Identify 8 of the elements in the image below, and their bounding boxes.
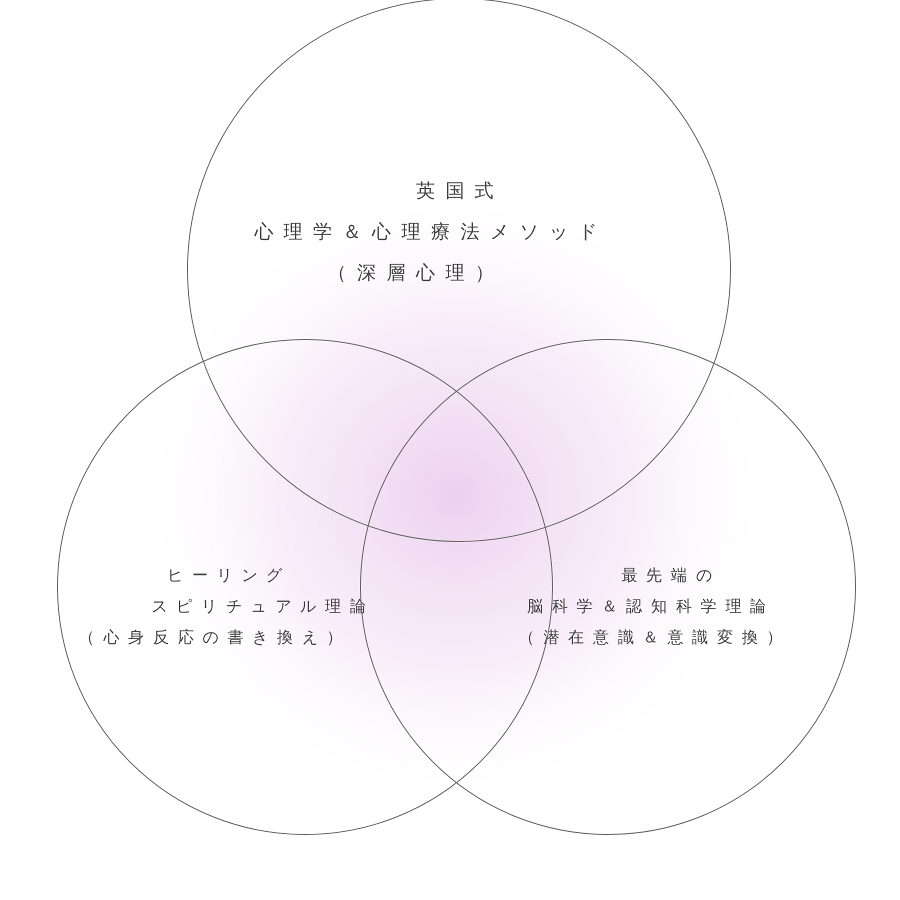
- circle-label: 英国式: [416, 179, 504, 204]
- circle-label: ヒーリング: [167, 566, 291, 586]
- circle-label: （心身反応の書き換え）: [78, 628, 352, 648]
- circle-label: 最先端の: [621, 566, 721, 586]
- circle-label: 心理学＆心理療法メソッド: [254, 220, 608, 245]
- venn-circle: [187, 0, 731, 542]
- circle-label: （深層心理）: [328, 261, 504, 286]
- circle-label: 脳科学＆認知科学理論: [527, 596, 775, 618]
